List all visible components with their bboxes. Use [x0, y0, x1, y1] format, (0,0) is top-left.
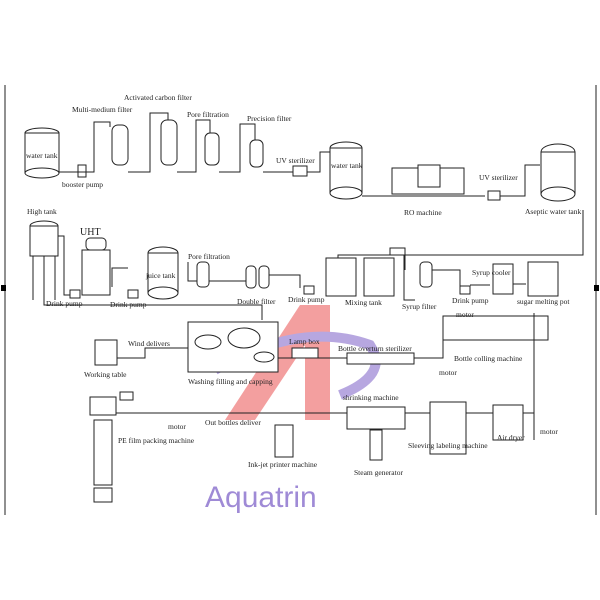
label-water-tank-2: water tank	[331, 161, 363, 170]
label-aseptic-water-tank: Aseptic water tank	[525, 207, 581, 216]
label-double-filter: Double filter	[237, 297, 276, 306]
beverage-preparation-row	[29, 220, 559, 320]
label-out-bottles-deliver: Out bottles deliver	[205, 418, 261, 427]
frame-marker-right	[594, 285, 599, 291]
label-uv-sterilizer-2: UV sterilizer	[479, 173, 518, 182]
label-sleeving-labeling-machine: Sleeving labeling machine	[408, 441, 488, 450]
label-drink-pump-4: Drink pump	[452, 296, 489, 305]
label-motor-3: motor	[168, 422, 186, 431]
packing-row	[89, 391, 534, 503]
label-pe-film-packing-machine: PE film packing machine	[118, 436, 195, 445]
label-air-dryer: Air dryer	[497, 433, 525, 442]
label-bottle-overturn-sterilizer: Bottle overturn sterilizer	[338, 344, 412, 353]
label-pore-filtration-2: Pore filtration	[188, 252, 230, 261]
frame-marker-left	[1, 285, 6, 291]
label-drink-pump-2: Drink pump	[110, 300, 147, 309]
filling-row	[94, 313, 549, 440]
label-motor-2: motor	[439, 368, 457, 377]
label-wind-delivers: Wind delivers	[128, 339, 170, 348]
label-ro-machine: RO machine	[404, 208, 442, 217]
label-syrup-filter: Syrup filter	[402, 302, 437, 311]
label-shrinking-machine: shrinking machine	[343, 393, 399, 402]
label-multi-medium-filter: Multi-medium filter	[72, 105, 133, 114]
labels: water tank booster pump Multi-medium fil…	[26, 93, 581, 477]
label-juice-tank: juice tank	[145, 271, 176, 280]
label-sugar-melting-pot: sugar melting pot	[517, 297, 570, 306]
label-motor-1: motor	[456, 310, 474, 319]
label-uht: UHT	[80, 227, 101, 238]
label-steam-generator: Steam generator	[354, 468, 403, 477]
water-treatment-row	[24, 112, 584, 270]
label-lamp-box: Lamp box	[289, 337, 320, 346]
label-washing-filling-capping: Washing filling and capping	[188, 377, 273, 386]
label-drink-pump-3: Drink pump	[288, 295, 325, 304]
label-uv-sterilizer-1: UV sterilizer	[276, 156, 315, 165]
label-mixing-tank: Mixing tank	[345, 298, 382, 307]
label-high-tank: High tank	[27, 207, 57, 216]
label-working-table: Working table	[84, 370, 127, 379]
label-ink-jet-printer-machine: Ink-jet printer machine	[248, 460, 318, 469]
label-water-tank-1: water tank	[26, 151, 58, 160]
label-motor-4: motor	[540, 427, 558, 436]
label-pore-filtration-1: Pore filtration	[187, 110, 229, 119]
label-booster-pump: booster pump	[62, 180, 103, 189]
label-bottle-cooling-machine: Bottle colling machine	[454, 354, 523, 363]
label-activated-carbon-filter: Activated carbon filter	[124, 93, 192, 102]
watermark-text: Aquatrin	[205, 481, 317, 514]
label-syrup-cooler: Syrup cooler	[472, 268, 511, 277]
label-drink-pump-1: Drink pump	[46, 299, 83, 308]
label-precision-filter: Precision filter	[247, 114, 292, 123]
